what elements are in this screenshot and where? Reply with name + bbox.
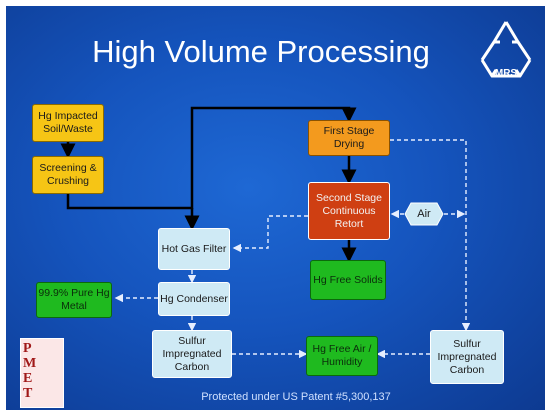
node-hg-free-air: Hg Free Air / Humidity [306, 336, 378, 376]
pmet-logo: P M E T [20, 338, 64, 408]
flow-screening-to-drying [66, 106, 357, 210]
node-hg-free-solids: Hg Free Solids [310, 260, 386, 300]
logo-label: MRS [494, 68, 518, 79]
node-sulfur-carbon-right: Sulfur Impregnated Carbon [430, 330, 504, 384]
recycle-icon [480, 21, 532, 78]
node-pure-hg-metal: 99.9% Pure Hg Metal [36, 282, 112, 318]
node-sulfur-carbon-left: Sulfur Impregnated Carbon [152, 330, 232, 378]
flow-retort-to-filter [232, 215, 308, 253]
pmet-letter-m: M [23, 356, 37, 371]
node-hot-gas-filter: Hot Gas Filter [158, 228, 230, 270]
node-screening-crushing: Screening & Crushing [32, 156, 104, 194]
node-hg-impacted-soil: Hg Impacted Soil/Waste [32, 104, 104, 142]
slide: High Volume Processing MRS [6, 6, 545, 410]
flow-drying-to-right-carbon [390, 139, 471, 332]
flow-lines [60, 106, 471, 359]
pmet-letter-t: T [23, 386, 33, 401]
pmet-letter-e: E [23, 371, 33, 386]
air-hexagon [404, 202, 444, 226]
node-second-stage-retort: Second Stage Continuous Retort [308, 182, 390, 240]
node-first-stage-drying: First Stage Drying [308, 120, 390, 156]
air-label: Air [417, 208, 431, 220]
slide-title: High Volume Processing [92, 34, 430, 69]
pmet-letter-p: P [23, 341, 32, 356]
node-hg-condenser: Hg Condenser [158, 282, 230, 316]
patent-footer: Protected under US Patent #5,300,137 [201, 391, 391, 403]
